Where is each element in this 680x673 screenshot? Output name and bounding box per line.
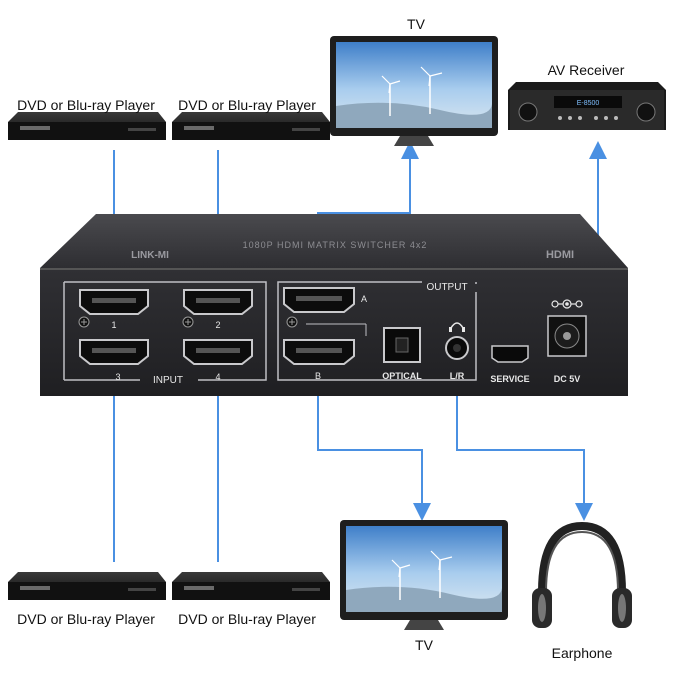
hdmi-output-port-a xyxy=(283,287,355,313)
av-receiver: E-8500 xyxy=(508,82,666,130)
label-dvd-bottom-right: DVD or Blu-ray Player xyxy=(178,611,316,627)
hdmi-input-port-4 xyxy=(183,339,253,365)
tv-top xyxy=(330,36,498,146)
input-number-2: 2 xyxy=(215,320,220,330)
output-group-label: OUTPUT xyxy=(426,282,467,293)
service-label: SERVICE xyxy=(490,374,529,384)
service-usb-port xyxy=(491,345,529,363)
dc-5v-label: DC 5V xyxy=(554,374,581,384)
hdmi-logo-text: HDMI xyxy=(546,249,574,261)
headphone-symbol-icon xyxy=(450,322,464,329)
hdmi-output-port-b xyxy=(283,339,355,365)
hdmi-matrix-switcher: 1080P HDMI MATRIX SWITCHER 4x2 LINK-MI H… xyxy=(40,214,628,396)
input-number-1: 1 xyxy=(111,320,116,330)
tv-bottom xyxy=(340,520,508,630)
arrow-output-b-to-tv xyxy=(317,384,431,521)
earphone-icon xyxy=(532,521,632,628)
dvd-player-bottom-left xyxy=(8,572,166,600)
label-earphone: Earphone xyxy=(551,645,613,661)
hdmi-input-port-2 xyxy=(183,289,253,315)
switcher-top-surface xyxy=(40,214,628,268)
switcher-model-text: 1080P HDMI MATRIX SWITCHER 4x2 xyxy=(243,240,428,250)
output-group-frame xyxy=(277,281,477,381)
input-number-3: 3 xyxy=(115,372,120,382)
dc-power-port xyxy=(547,315,587,357)
input-group-label: INPUT xyxy=(153,375,183,386)
label-dvd-top-right: DVD or Blu-ray Player xyxy=(178,97,316,113)
output-a-label: A xyxy=(361,294,367,304)
optical-label: OPTICAL xyxy=(382,371,422,381)
input-number-4: 4 xyxy=(215,372,220,382)
label-dvd-top-left: DVD or Blu-ray Player xyxy=(17,97,155,113)
dvd-player-bottom-right xyxy=(172,572,330,600)
hdmi-input-port-1 xyxy=(79,289,149,315)
dvd-player-top-right xyxy=(172,112,330,140)
hdmi-input-port-3 xyxy=(79,339,149,365)
label-av-receiver: AV Receiver xyxy=(547,62,625,78)
lr-label: L/R xyxy=(450,371,465,381)
receiver-display-text: E-8500 xyxy=(577,100,600,107)
switcher-brand-text: LINK-MI xyxy=(131,250,169,261)
input-group-frame xyxy=(63,281,267,381)
dvd-player-top-left xyxy=(8,112,166,140)
label-tv-bottom: TV xyxy=(415,637,433,653)
arrow-lr-to-earphone xyxy=(456,384,593,521)
output-b-label: B xyxy=(315,371,321,381)
polarity-icon xyxy=(551,299,583,309)
optical-port xyxy=(383,327,421,363)
headphone-jack xyxy=(445,336,469,360)
label-dvd-bottom-left: DVD or Blu-ray Player xyxy=(17,611,155,627)
label-tv-top: TV xyxy=(407,16,425,32)
